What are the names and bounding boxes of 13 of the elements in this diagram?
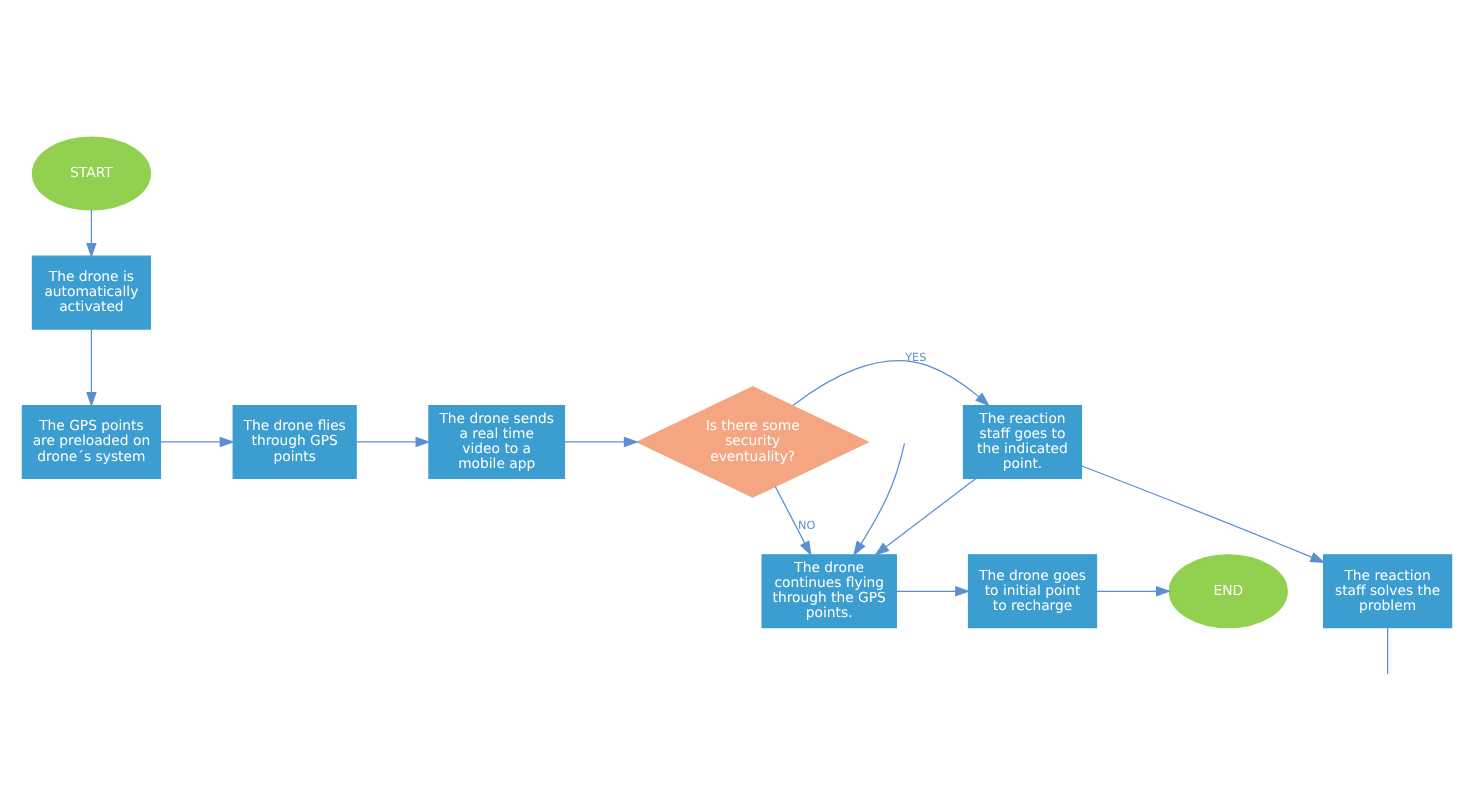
connector	[1387, 627, 1389, 675]
arrow	[355, 436, 431, 448]
arrow	[896, 586, 971, 597]
arrow	[564, 436, 639, 448]
arrow	[774, 485, 812, 557]
arrow	[86, 328, 97, 408]
arrow	[159, 436, 235, 448]
arrow	[1081, 465, 1326, 563]
arrow	[1096, 586, 1172, 597]
arrow	[874, 477, 977, 556]
arrow	[853, 442, 906, 557]
arrow	[792, 360, 990, 407]
arrow	[86, 209, 97, 259]
